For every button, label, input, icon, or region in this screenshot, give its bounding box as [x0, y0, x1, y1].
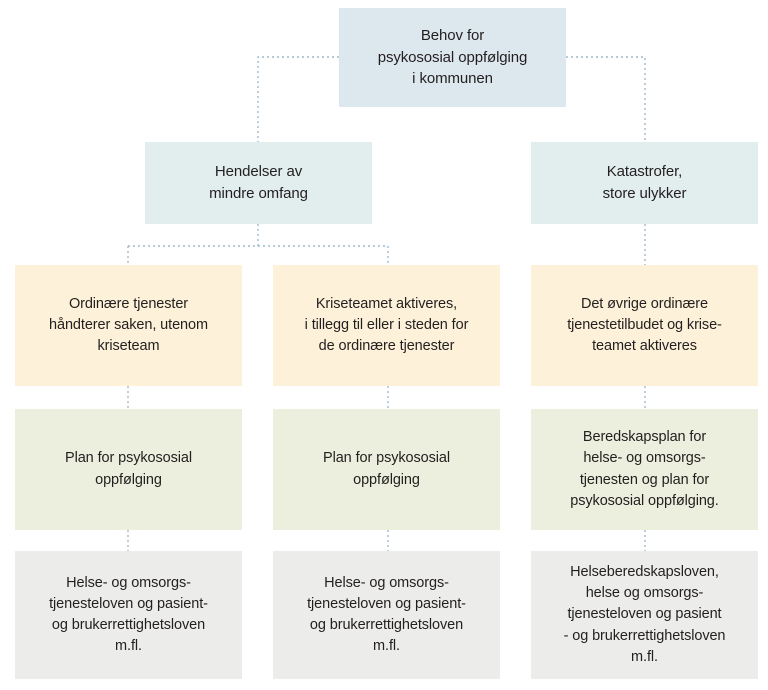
node-law-health-care-act-2: Helse- og omsorgs- tjenesteloven og pasi… — [273, 551, 500, 679]
node-response-ordinary-services-label: Ordinære tjenester håndterer saken, uten… — [49, 295, 208, 354]
node-law-health-preparedness-act: Helseberedskapsloven, helse og omsorgs- … — [531, 551, 758, 679]
node-response-crisis-team-activated-label: Kriseteamet aktiveres, i tillegg til ell… — [304, 295, 469, 354]
node-response-crisis-team-activated: Kriseteamet aktiveres, i tillegg til ell… — [273, 265, 500, 386]
node-law-health-care-act-1-label: Helse- og omsorgs- tjenesteloven og pasi… — [49, 574, 208, 655]
node-response-full-services-and-crisis-team-label: Det øvrige ordinære tjenestetilbudet og … — [567, 295, 722, 354]
edge-root-to-branch-major — [566, 56, 646, 142]
node-root-label: Behov for psykososial oppfølging i kommu… — [377, 26, 528, 88]
node-law-health-preparedness-act-label: Helseberedskapsloven, helse og omsorgs- … — [563, 564, 726, 665]
node-plan-preparedness: Beredskapsplan for helse- og omsorgs- tj… — [531, 409, 758, 530]
node-branch-disasters-label: Katastrofer, store ulykker — [602, 163, 687, 202]
node-root: Behov for psykososial oppfølging i kommu… — [339, 8, 566, 107]
node-response-ordinary-services: Ordinære tjenester håndterer saken, uten… — [15, 265, 242, 386]
node-response-full-services-and-crisis-team: Det øvrige ordinære tjenestetilbudet og … — [531, 265, 758, 386]
edge-root-to-branch-small — [257, 56, 339, 142]
node-plan-psychosocial-2: Plan for psykososial oppfølging — [273, 409, 500, 530]
node-branch-minor-events-label: Hendelser av mindre omfang — [209, 163, 308, 202]
node-law-health-care-act-2-label: Helse- og omsorgs- tjenesteloven og pasi… — [307, 574, 466, 655]
node-law-health-care-act-1: Helse- og omsorgs- tjenesteloven og pasi… — [15, 551, 242, 679]
node-plan-preparedness-label: Beredskapsplan for helse- og omsorgs- tj… — [570, 429, 719, 509]
node-plan-psychosocial-1-label: Plan for psykososial oppfølging — [65, 450, 192, 488]
node-plan-psychosocial-2-label: Plan for psykososial oppfølging — [323, 450, 450, 488]
node-plan-psychosocial-1: Plan for psykososial oppfølging — [15, 409, 242, 530]
node-branch-minor-events: Hendelser av mindre omfang — [145, 142, 372, 224]
node-branch-disasters: Katastrofer, store ulykker — [531, 142, 758, 224]
